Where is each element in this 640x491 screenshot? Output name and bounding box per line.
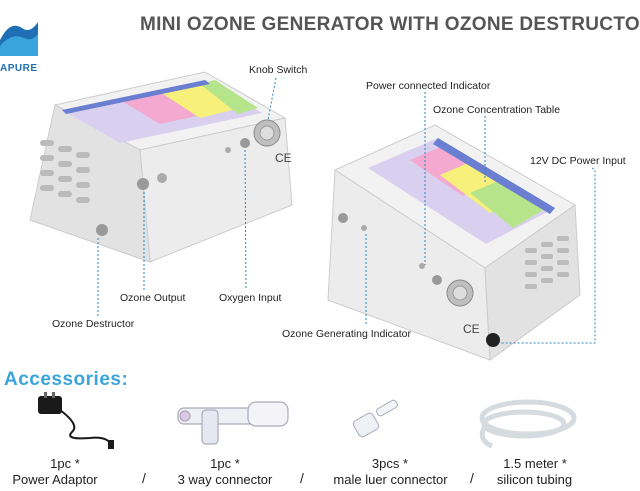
svg-text:CE: CE — [463, 322, 480, 336]
wave-logo-icon — [0, 22, 38, 56]
three-way-connector-icon — [177, 401, 289, 445]
accessory-qty: 1.5 meter * — [503, 456, 567, 471]
callout-dc-power-input: 12V DC Power Input — [530, 155, 626, 167]
callout-ozone-output: Ozone Output — [120, 292, 186, 304]
accessory-name: silicon tubing — [496, 472, 573, 487]
separator: / — [300, 470, 304, 486]
callout-power-indicator: Power connected Indicator — [366, 80, 491, 92]
accessory-qty: 1pc * — [50, 456, 80, 471]
accessory-name: Power Adaptor — [12, 472, 98, 487]
accessory-name: male luer connector — [333, 472, 448, 487]
page-title: MINI OZONE GENERATOR WITH OZONE DESTRUCT… — [140, 14, 640, 35]
accessory-name: 3 way connector — [177, 472, 273, 487]
callout-ozone-destructor: Ozone Destructor — [52, 318, 135, 330]
luer-connector-icon — [352, 399, 398, 438]
accessories-heading: Accessories: — [4, 369, 129, 390]
left-device-image: CE — [29, 71, 293, 263]
callout-lines — [97, 77, 596, 344]
separator: / — [142, 470, 146, 486]
svg-text:CE: CE — [275, 151, 292, 165]
silicon-tubing-icon — [479, 399, 577, 449]
brand-logo-text: APURE — [0, 63, 38, 74]
power-adaptor-icon — [38, 392, 114, 449]
accessory-qty: 1pc * — [210, 456, 240, 471]
callout-oxygen-input: Oxygen Input — [219, 292, 282, 304]
callout-concentration-table: Ozone Concentration Table — [433, 104, 561, 116]
right-device-image: CE — [327, 124, 581, 361]
callout-generating-indicator: Ozone Generating Indicator — [282, 328, 411, 340]
accessory-qty: 3pcs * — [371, 456, 409, 471]
separator: / — [470, 470, 474, 486]
callout-knob-switch: Knob Switch — [249, 64, 308, 76]
